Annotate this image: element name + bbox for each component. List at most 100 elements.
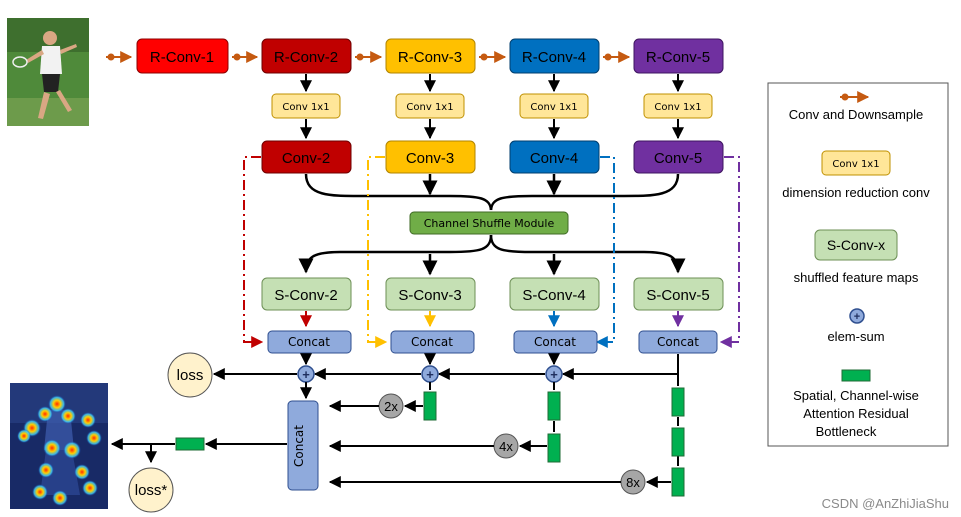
rconv-to-reduction-arrows [300, 74, 684, 93]
svg-text:+: + [426, 367, 434, 382]
concat-3: Concat [390, 330, 475, 354]
svg-text:Conv 1x1: Conv 1x1 [832, 159, 879, 170]
svg-text:S-Conv-4: S-Conv-4 [522, 287, 585, 304]
r-conv-2: R-Conv-2 [261, 38, 352, 74]
svg-text:shuffled feature maps: shuffled feature maps [794, 270, 919, 285]
s-conv-2: S-Conv-2 [261, 277, 352, 311]
svg-text:Conv-5: Conv-5 [654, 150, 702, 167]
reduction-conv-2: Conv 1x1 [271, 93, 341, 119]
s-conv-3: S-Conv-3 [385, 277, 476, 311]
svg-text:Attention Residual: Attention Residual [803, 406, 909, 421]
legend-conv-downsample: Conv and Downsample [789, 91, 923, 122]
upsample-to-concat-arrows [300, 382, 621, 488]
attention-block [671, 427, 685, 457]
svg-text:Concat: Concat [411, 335, 453, 349]
attention-blocks [175, 387, 685, 497]
merge-brace [304, 173, 680, 211]
svg-text:4x: 4x [499, 439, 513, 454]
svg-text:S-Conv-3: S-Conv-3 [398, 287, 461, 304]
final-concat: Concat [287, 400, 319, 491]
upsample-4x: 4x [493, 433, 519, 459]
svg-text:Spatial, Channel-wise: Spatial, Channel-wise [793, 388, 919, 403]
concat-4: Concat [513, 330, 598, 354]
legend-panel: Conv and Downsample Conv 1x1 dimension r… [767, 82, 949, 447]
reduction-to-feature-arrows [300, 119, 684, 140]
svg-text:Conv and Downsample: Conv and Downsample [789, 107, 923, 122]
attention-block [671, 387, 685, 417]
split-brace [298, 234, 686, 276]
svg-text:8x: 8x [626, 475, 640, 490]
legend-attention: Spatial, Channel-wise Attention Residual… [793, 369, 919, 439]
reduction-conv-3: Conv 1x1 [395, 93, 465, 119]
feature-conv-5: Conv-5 [633, 140, 724, 174]
svg-text:+: + [550, 367, 558, 382]
svg-text:dimension reduction conv: dimension reduction conv [782, 185, 930, 200]
svg-text:Conv-4: Conv-4 [530, 150, 578, 167]
svg-text:R-Conv-3: R-Conv-3 [398, 49, 462, 66]
svg-text:Conv 1x1: Conv 1x1 [406, 102, 453, 113]
attention-block [547, 391, 561, 421]
sconv-to-concat-arrows [300, 311, 684, 328]
svg-text:loss: loss [177, 367, 204, 384]
concat-to-sum-arrows [300, 353, 560, 366]
attention-block [671, 467, 685, 497]
r-conv-3: R-Conv-3 [385, 38, 476, 74]
sum-row-flow [212, 354, 679, 380]
upsample-8x: 8x [620, 469, 646, 495]
attention-block [547, 433, 561, 463]
to-upsample-arrows [403, 400, 671, 488]
feature-conv-3: Conv-3 [385, 140, 476, 174]
sum-node-3: + [421, 365, 439, 383]
sum-node-4: + [545, 365, 563, 383]
r-conv-1: R-Conv-1 [136, 38, 229, 74]
branch-lines [429, 374, 679, 466]
svg-text:S-Conv-x: S-Conv-x [827, 237, 885, 253]
svg-text:R-Conv-1: R-Conv-1 [150, 49, 214, 66]
svg-text:R-Conv-2: R-Conv-2 [274, 49, 338, 66]
channel-shuffle-module: Channel Shuffle Module [409, 211, 569, 235]
skip-connections [243, 156, 740, 348]
concat-5: Concat [638, 330, 718, 354]
output-arrows [110, 438, 287, 464]
concat-2: Concat [267, 330, 352, 354]
loss-node: loss [167, 352, 213, 398]
svg-text:Conv-3: Conv-3 [406, 150, 454, 167]
svg-text:+: + [302, 367, 310, 382]
svg-text:elem-sum: elem-sum [827, 329, 884, 344]
upsample-2x: 2x [378, 393, 404, 419]
reduction-conv-5: Conv 1x1 [643, 93, 713, 119]
svg-text:loss*: loss* [135, 482, 168, 499]
downsample-arrows [106, 51, 631, 63]
svg-text:S-Conv-5: S-Conv-5 [646, 287, 709, 304]
r-conv-4: R-Conv-4 [509, 38, 600, 74]
svg-text:+: + [854, 311, 860, 323]
feature-conv-4: Conv-4 [509, 140, 600, 174]
attention-block-final [175, 437, 205, 451]
s-conv-5: S-Conv-5 [633, 277, 724, 311]
reduction-conv-4: Conv 1x1 [519, 93, 589, 119]
svg-text:R-Conv-4: R-Conv-4 [522, 49, 586, 66]
input-image [7, 18, 89, 126]
svg-text:Conv 1x1: Conv 1x1 [530, 102, 577, 113]
svg-text:Conv-2: Conv-2 [282, 150, 330, 167]
feature-conv-2: Conv-2 [261, 140, 352, 174]
svg-text:S-Conv-2: S-Conv-2 [274, 287, 337, 304]
legend-dimension-reduction: Conv 1x1 dimension reduction conv [782, 150, 930, 200]
legend-elem-sum: + elem-sum [827, 308, 885, 344]
sum-node-2: + [297, 365, 315, 383]
svg-text:R-Conv-5: R-Conv-5 [646, 49, 710, 66]
svg-text:Concat: Concat [292, 425, 306, 467]
svg-text:Bottleneck: Bottleneck [816, 424, 877, 439]
output-heatmap-image [10, 383, 108, 509]
watermark: CSDN @AnZhiJiaShu [821, 496, 949, 511]
svg-text:Channel Shuffle Module: Channel Shuffle Module [424, 217, 555, 230]
svg-text:2x: 2x [384, 399, 398, 414]
svg-text:Concat: Concat [657, 335, 699, 349]
loss-star-node: loss* [128, 467, 174, 513]
attention-block [423, 391, 437, 421]
svg-text:Conv 1x1: Conv 1x1 [654, 102, 701, 113]
svg-text:Concat: Concat [288, 335, 330, 349]
legend-shuffled-maps: S-Conv-x shuffled feature maps [794, 229, 919, 285]
r-conv-5: R-Conv-5 [633, 38, 724, 74]
